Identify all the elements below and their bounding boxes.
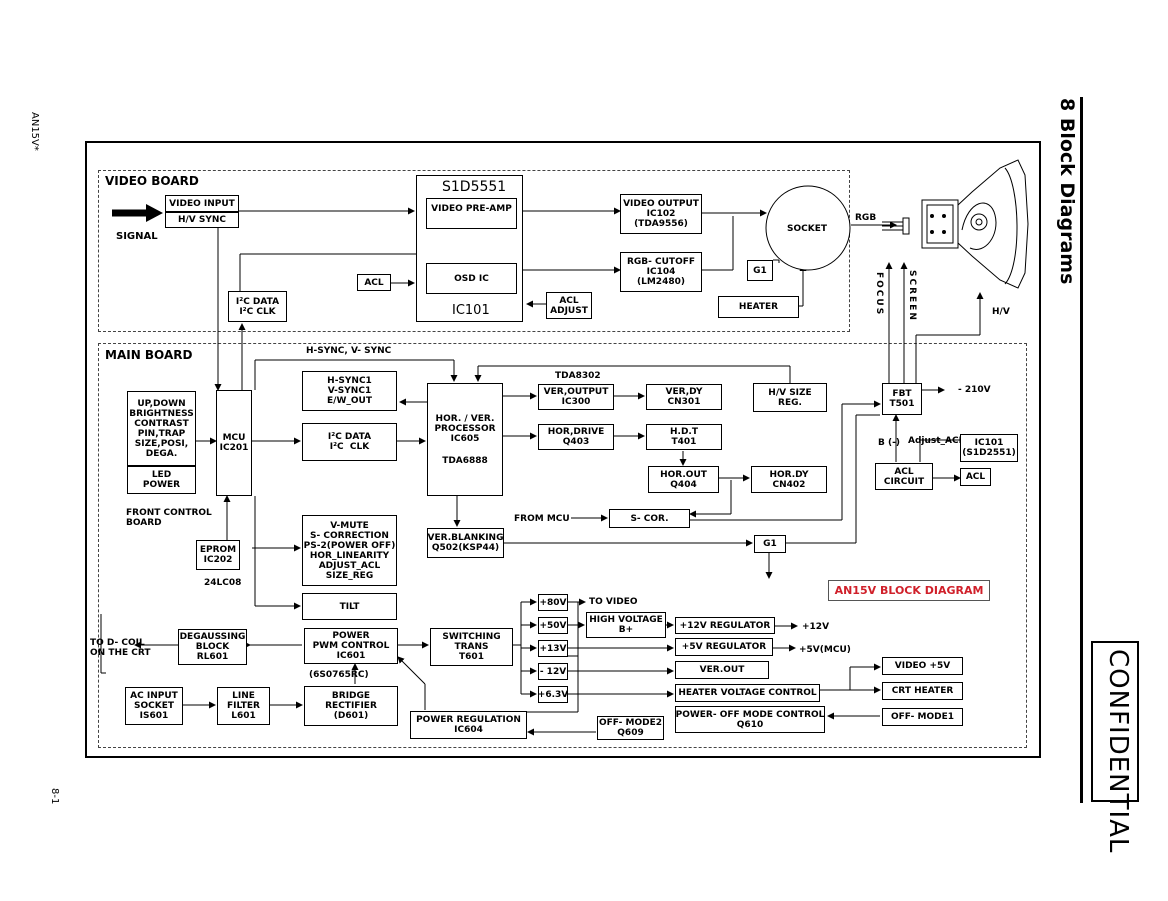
chip-24lc08-label: 24LC08 [204,578,242,588]
acl-main-block: ACL [960,468,991,486]
i2c-video-block: I²C DATA I²C CLK [228,291,287,322]
poweroff-mode-control-block: POWER- OFF MODE CONTROL Q610 [675,706,825,733]
adjust-acl-label: Adjust_ACL [908,436,965,446]
switching-trans-block: SWITCHING TRANS T601 [430,628,513,666]
power-pwm-block: POWER PWM CONTROL IC601 [304,628,398,664]
to-dcoil-label: TO D- COIL ON THE CRT [90,638,151,658]
offmode1-block: OFF- MODE1 [882,708,963,726]
socket-label: SOCKET [787,224,827,234]
vmute-block: V-MUTE S- CORRECTION PS-2(POWER OFF) HOR… [302,515,397,586]
screen-label: SCREEN [907,270,917,322]
hsync-group-block: H-SYNC1 V-SYNC1 E/W_OUT [302,371,397,411]
osd-ic-block: OSD IC [426,263,517,294]
tda6888-label: TDA6888 [442,455,488,466]
video-input-block: VIDEO INPUT [165,195,239,212]
hor-drive-block: HOR,DRIVE Q403 [538,424,614,450]
acl-adjust-block: ACL ADJUST [546,292,592,319]
crt-heater-block: CRT HEATER [882,682,963,700]
hor-out-block: HOR.OUT Q404 [648,466,719,493]
minus-210v-label: - 210V [958,385,991,395]
to-video-label: TO VIDEO [589,597,638,607]
power-regulation-block: POWER REGULATION IC604 [410,711,527,739]
eprom-block: EPROM IC202 [196,540,240,570]
high-voltage-block: HIGH VOLTAGE B+ [586,612,666,638]
hor-ver-processor-block: HOR. / VER. PROCESSOR IC605 TDA6888 [427,383,503,496]
diagram-frame [85,141,1041,758]
line-filter-block: LINE FILTER L601 [217,687,270,725]
ver-output-block: VER,OUTPUT IC300 [538,384,614,410]
ver-out-block: VER.OUT [675,661,769,679]
ver-dy-block: VER,DY CN301 [646,384,722,410]
ac-input-block: AC INPUT SOCKET IS601 [125,687,183,725]
confidential-stamp: CONFIDENTIAL [1091,641,1139,853]
heater-block: HEATER [718,296,799,318]
rail-63v: +6.3V [538,686,568,703]
bridge-rectifier-block: BRIDGE RECTIFIER (D601) [304,686,398,726]
i2c-main-block: I²C DATA I²C CLK [302,423,397,461]
diagram-title: AN15V BLOCK DIAGRAM [834,584,984,597]
ic101-main-block: IC101 (S1D2551) [960,434,1018,462]
g1-video-block: G1 [747,260,773,281]
rail-13v: +13V [538,640,568,657]
acl-circuit-block: ACL CIRCUIT [875,463,933,490]
part-6s0765-label: (6S0765RC) [309,670,369,680]
regulator-5v-block: +5V REGULATOR [675,638,773,656]
focus-label: FOCUS [874,272,884,317]
video-5v-block: VIDEO +5V [882,657,963,675]
g1-main-block: G1 [754,535,786,553]
crt-tube-drawing [921,159,1029,289]
video-board-title: VIDEO BOARD [105,174,199,188]
header-rule [1080,97,1083,803]
degaussing-block: DEGAUSSING BLOCK RL601 [178,629,247,665]
rail-80v: +80V [538,594,568,611]
mcu-block: MCU IC201 [216,390,252,496]
main-board-title: MAIN BOARD [105,348,193,362]
processor-label: HOR. / VER. PROCESSOR IC605 [434,413,496,444]
hsync-vsync-label: H-SYNC, V- SYNC [306,346,392,356]
hdt-block: H.D.T T401 [646,424,722,450]
socket-circle [765,185,851,271]
tilt-block: TILT [302,593,397,620]
s1d5551-title: S1D5551 [442,179,507,195]
ic101-label: IC101 [452,303,490,318]
plus5v-mcu-label: +5V(MCU) [799,645,851,655]
rail-50v: +50V [538,617,568,634]
video-board-region [98,170,850,332]
hv-label: H/V [992,307,1010,317]
hv-sync-block: H/V SYNC [165,212,239,228]
fbt-block: FBT T501 [882,383,922,415]
main-board-region [98,343,1027,748]
video-output-block: VIDEO OUTPUT IC102 (TDA9556) [620,194,702,234]
b-minus-label: B (-) [878,438,900,448]
diagram-title-box: AN15V BLOCK DIAGRAM [828,580,990,601]
front-control-label: FRONT CONTROL BOARD [126,508,212,528]
led-power-block: LED POWER [127,466,196,494]
rgb-cutoff-block: RGB- CUTOFF IC104 (LM2480) [620,252,702,292]
rail-minus12v: - 12V [538,663,568,680]
hor-dy-block: HOR.DY CN402 [751,466,827,493]
s-cor-block: S- COR. [609,509,690,528]
ver-blanking-block: VER.BLANKING Q502(KSP44) [427,528,504,558]
tda8302-label: TDA8302 [555,371,601,381]
rgb-label: RGB [855,213,877,223]
signal-label: SIGNAL [116,231,158,242]
regulator-12v-block: +12V REGULATOR [675,617,775,634]
hv-size-reg-block: H/V SIZE REG. [753,383,827,412]
plus12v-label: +12V [802,622,830,632]
video-preamp-block: VIDEO PRE-AMP [426,198,517,229]
front-controls-block: UP,DOWN BRIGHTNESS CONTRAST PIN,TRAP SIZ… [127,391,196,466]
offmode2-block: OFF- MODE2 Q609 [597,716,664,740]
acl-video-block: ACL [357,274,391,291]
from-mcu-label: FROM MCU [514,514,570,524]
rgb-connector [882,217,910,235]
heater-voltage-control-block: HEATER VOLTAGE CONTROL [675,684,820,702]
